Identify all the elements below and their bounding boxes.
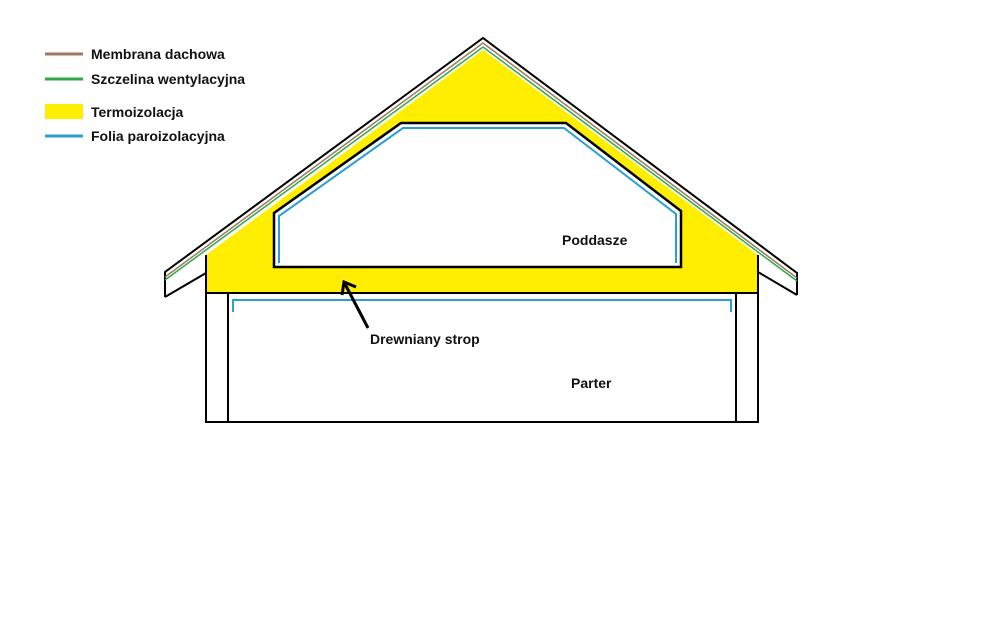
roof-ventilation-line [164, 46, 798, 282]
ceiling-label: Drewniany strop [370, 331, 480, 347]
roof-membrane-line [164, 42, 798, 279]
attic-room [272, 121, 683, 269]
legend-label-insulation: Termoizolacja [91, 104, 184, 120]
legend-label-ventilation-gap: Szczelina wentylacyjna [91, 71, 245, 87]
roof [164, 36, 798, 298]
legend-swatch-insulation [45, 104, 83, 119]
right-eave-underside [757, 271, 798, 296]
outer-walls [205, 255, 759, 423]
ceiling-vapor-barrier [232, 299, 732, 312]
legend-label-vapor-barrier: Folia paroizolacyjna [91, 128, 225, 144]
ground-floor [205, 255, 759, 423]
attic-vapor-barrier [278, 127, 677, 263]
ground-floor-label: Parter [571, 375, 612, 391]
left-eave-underside [164, 272, 207, 298]
legend-label-membrane: Membrana dachowa [91, 46, 225, 62]
attic-label: Poddasze [562, 232, 628, 248]
legend: Membrana dachowa Szczelina wentylacyjna … [45, 46, 245, 144]
arrow-icon [340, 279, 370, 329]
